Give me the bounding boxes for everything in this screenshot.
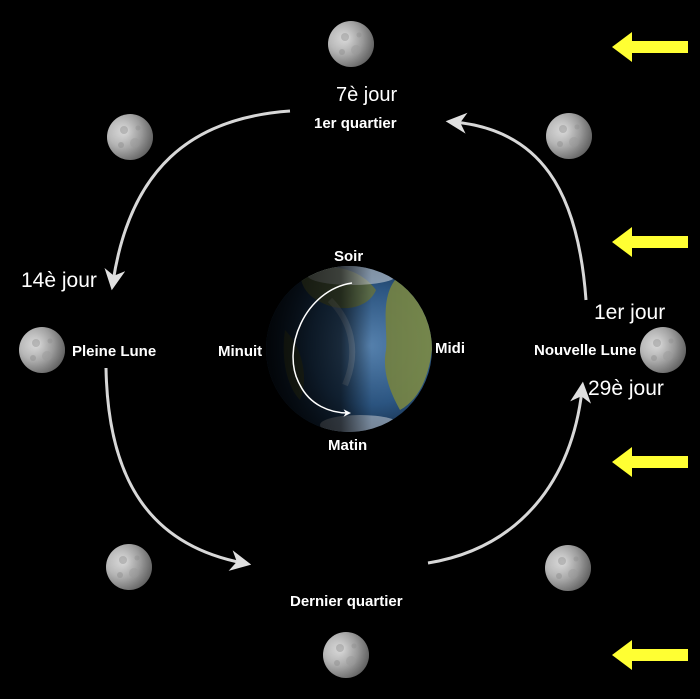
- day-1-label: 1er jour: [594, 301, 665, 324]
- first-quarter-label: 1er quartier: [314, 115, 397, 132]
- sunlight-arrow-icon: [612, 447, 688, 477]
- moon-icon: [546, 113, 592, 159]
- last-quarter-label: Dernier quartier: [290, 593, 403, 610]
- moon-icon: [640, 327, 686, 373]
- moon-icon: [107, 114, 153, 160]
- morning-label: Matin: [328, 437, 367, 454]
- noon-label: Midi: [435, 340, 465, 357]
- moon-icon: [106, 544, 152, 590]
- orbit-arrow-icon: [106, 368, 243, 563]
- earth-icon: [260, 260, 440, 440]
- new-moon-label: Nouvelle Lune: [534, 342, 637, 359]
- moon-icon: [19, 327, 65, 373]
- sunlight-arrow-icon: [612, 640, 688, 670]
- moon-icon: [545, 545, 591, 591]
- moon-icon: [323, 632, 369, 678]
- day-7-label: 7è jour: [336, 84, 397, 106]
- midnight-label: Minuit: [218, 343, 262, 360]
- day-29-label: 29è jour: [588, 377, 664, 400]
- sunlight-arrow-icon: [612, 227, 688, 257]
- sunlight-arrow-icon: [612, 32, 688, 62]
- day-14-label: 14è jour: [21, 269, 97, 292]
- full-moon-label: Pleine Lune: [72, 343, 156, 360]
- moon-icon: [328, 21, 374, 67]
- orbit-arrow-icon: [428, 390, 582, 563]
- evening-label: Soir: [334, 248, 363, 265]
